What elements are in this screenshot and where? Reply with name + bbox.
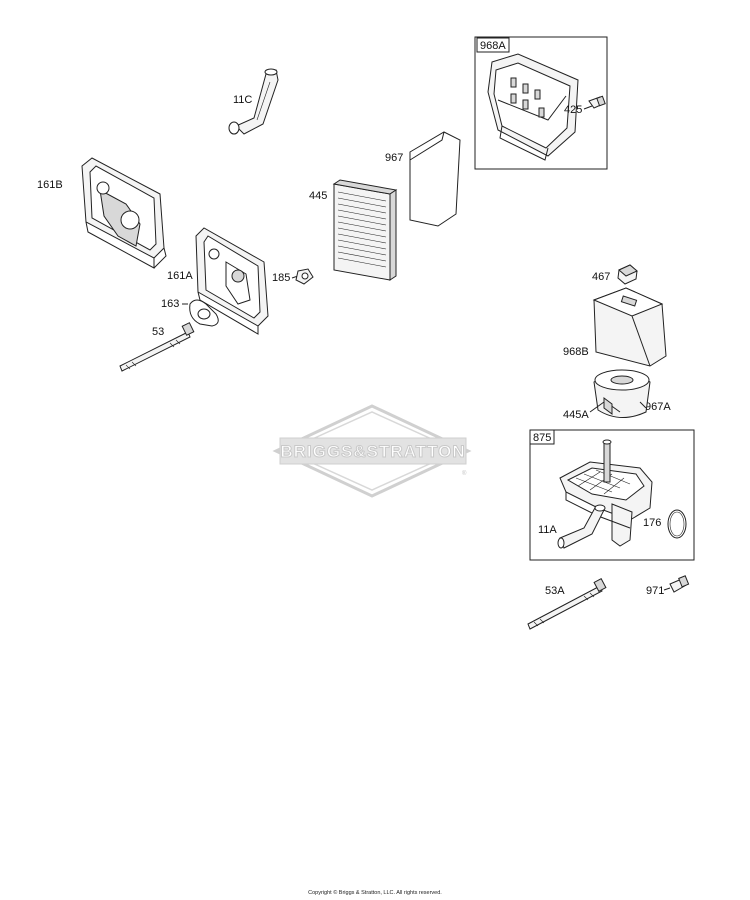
label-161B[interactable]: 161B [37, 179, 63, 191]
frame-875 [529, 429, 695, 561]
label-53A[interactable]: 53A [545, 585, 565, 597]
part-11C-breather-tube[interactable] [228, 68, 279, 135]
part-425-screw[interactable] [583, 95, 606, 110]
label-967[interactable]: 967 [385, 152, 403, 164]
frame-label-box-875 [529, 429, 555, 445]
part-875-air-cleaner-base[interactable] [559, 439, 653, 547]
label-163[interactable]: 163 [161, 298, 179, 310]
part-185-nut[interactable] [291, 268, 314, 285]
part-967-pre-cleaner[interactable] [409, 131, 461, 227]
label-53[interactable]: 53 [152, 326, 164, 338]
label-967A[interactable]: 967A [645, 401, 671, 413]
part-161B-air-cleaner-base[interactable] [81, 157, 167, 269]
label-185[interactable]: 185 [272, 272, 290, 284]
label-445[interactable]: 445 [309, 190, 327, 202]
part-968B-cover[interactable] [592, 287, 667, 367]
frame-label-box-968A [476, 37, 510, 53]
label-176[interactable]: 176 [643, 517, 661, 529]
part-176-o-ring[interactable] [667, 509, 687, 539]
part-445-air-filter[interactable] [332, 179, 398, 281]
part-53A-stud[interactable] [527, 578, 607, 630]
label-11A[interactable]: 11A [538, 524, 557, 536]
part-467-knob[interactable] [617, 264, 638, 285]
label-11C[interactable]: 11C [233, 94, 252, 106]
frame-968A [474, 36, 608, 170]
part-53-stud[interactable] [119, 322, 195, 372]
part-967A-445A-filter-element[interactable] [589, 369, 651, 418]
label-445A[interactable]: 445A [563, 409, 589, 421]
label-425[interactable]: 425 [564, 104, 582, 116]
briggs-stratton-watermark-logo: BRIGGS&STRATTON ® [272, 404, 472, 498]
part-968A-air-cleaner-cover[interactable] [487, 53, 579, 161]
label-971[interactable]: 971 [646, 585, 664, 597]
label-161A[interactable]: 161A [167, 270, 193, 282]
label-467[interactable]: 467 [592, 271, 610, 283]
part-11A-tube[interactable] [557, 504, 606, 549]
watermark-registered-mark: ® [462, 470, 467, 477]
label-968A[interactable]: 968A [480, 40, 506, 52]
part-163-gasket[interactable] [182, 299, 219, 327]
part-971-fitting[interactable] [663, 575, 690, 593]
watermark-text: BRIGGS&STRATTON [280, 442, 465, 461]
label-968B[interactable]: 968B [563, 346, 589, 358]
label-875[interactable]: 875 [533, 432, 551, 444]
copyright-notice: Copyright © Briggs & Stratton, LLC. All … [308, 890, 442, 896]
part-161A-gasket[interactable] [195, 227, 269, 335]
